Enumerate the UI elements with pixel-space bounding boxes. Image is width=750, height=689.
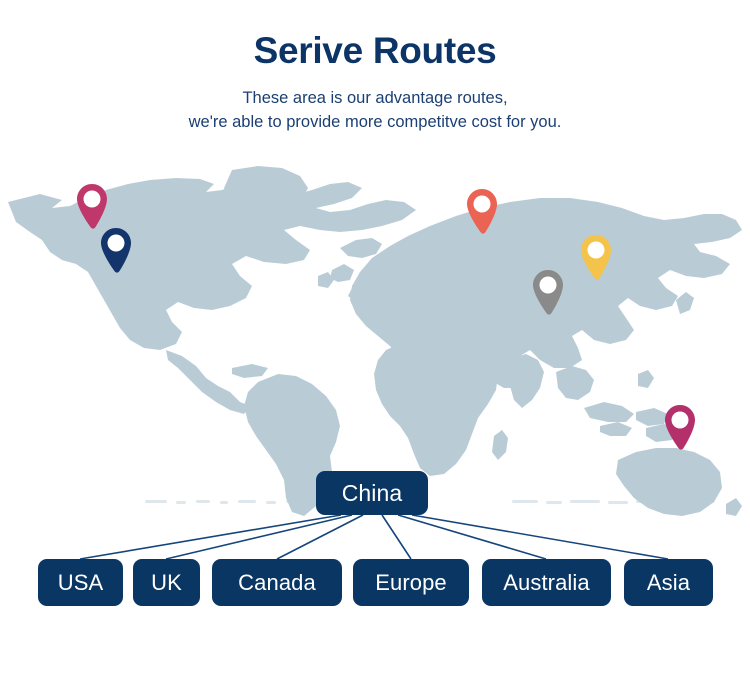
- landmass-scandinavia: [340, 238, 382, 258]
- landmass-europe-central: [348, 282, 408, 308]
- landmass-new-zealand: [726, 498, 742, 516]
- node-china[interactable]: China: [316, 471, 428, 515]
- map-pin-china[interactable]: [578, 234, 614, 282]
- header: Serive Routes These area is our advantag…: [0, 0, 750, 135]
- landmass-central-america: [166, 350, 250, 414]
- subtitle-line-2: we're able to provide more competitve co…: [188, 112, 562, 131]
- node-china-label: China: [341, 479, 403, 506]
- landmass-mediterranean-europe: [364, 310, 394, 328]
- connector-china-europe: [381, 514, 412, 560]
- page-subtitle: These area is our advantage routes, we'r…: [0, 71, 750, 135]
- landmass-indonesia: [584, 402, 634, 422]
- node-canada-label: Canada: [238, 569, 316, 595]
- landmass-ireland: [318, 272, 334, 288]
- subtitle-line-1: These area is our advantage routes,: [242, 88, 508, 107]
- connector-group: [79, 514, 669, 560]
- node-canada[interactable]: Canada: [212, 559, 342, 606]
- landmass-africa: [374, 338, 498, 476]
- landmass-india: [508, 354, 544, 408]
- node-asia[interactable]: Asia: [624, 559, 713, 606]
- page-title: Serive Routes: [253, 30, 497, 71]
- landmass-new-guinea: [636, 408, 668, 426]
- node-usa-label: USA: [57, 569, 104, 595]
- map-pin-north-america-east[interactable]: [98, 227, 134, 275]
- node-europe-label: Europe: [375, 569, 447, 595]
- map-pin-russia[interactable]: [464, 188, 500, 236]
- node-usa[interactable]: USA: [38, 559, 123, 606]
- routes-diagram: China USA UK Canada Europe Australia Asi…: [0, 460, 750, 620]
- map-pin-australia[interactable]: [662, 404, 698, 452]
- landmass-caribbean: [232, 364, 268, 378]
- connector-lines: [79, 514, 669, 560]
- connector-china-australia: [397, 514, 547, 560]
- landmass-madagascar: [492, 430, 508, 460]
- landmass-british-isles: [330, 264, 354, 282]
- node-australia-label: Australia: [503, 569, 590, 595]
- landmass-australia: [616, 448, 722, 516]
- node-uk-label: UK: [151, 569, 182, 595]
- connector-china-canada: [276, 514, 364, 560]
- landmass-north-america: [8, 176, 416, 350]
- map-pin-india[interactable]: [530, 269, 566, 317]
- landmass-greenland: [224, 166, 308, 216]
- landmass-japan: [676, 292, 694, 314]
- landmass-philippines: [638, 370, 654, 388]
- landmass-indonesia-2: [600, 422, 632, 436]
- connector-china-usa: [79, 514, 342, 560]
- map-pin-north-america-west[interactable]: [74, 183, 110, 231]
- connector-china-uk: [165, 514, 353, 560]
- node-europe[interactable]: Europe: [353, 559, 469, 606]
- node-asia-label: Asia: [646, 569, 691, 595]
- connector-china-asia: [411, 514, 669, 560]
- node-uk[interactable]: UK: [133, 559, 200, 606]
- landmass-antarctica-fringe: [145, 500, 714, 504]
- world-map: [0, 160, 750, 520]
- node-australia[interactable]: Australia: [482, 559, 611, 606]
- landmass-indochina: [556, 366, 594, 400]
